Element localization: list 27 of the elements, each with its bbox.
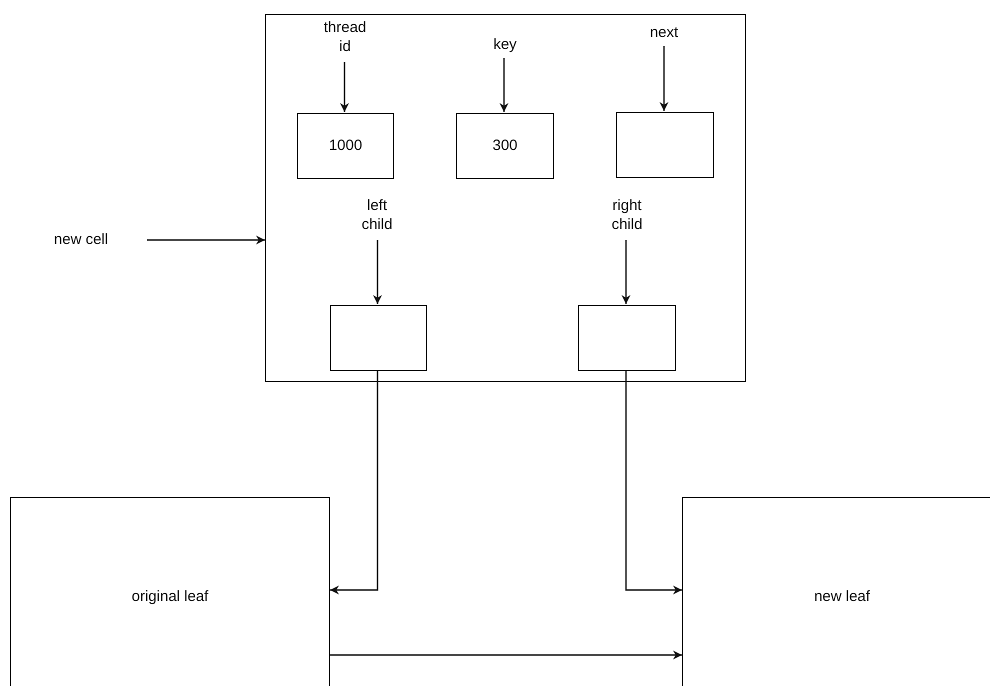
arrow (625, 370, 682, 594)
empty-box (616, 112, 714, 178)
field-label: key (493, 36, 517, 54)
arrow (373, 240, 382, 304)
field-box (297, 113, 394, 179)
arrow (622, 240, 630, 304)
box-text: new leaf (814, 588, 870, 606)
arrow (330, 650, 682, 660)
arrow (340, 62, 349, 112)
box-text: 1000 (328, 136, 362, 156)
arrow (660, 46, 668, 111)
field-box (682, 497, 990, 686)
field-label: right child (610, 197, 644, 235)
empty-box (265, 14, 746, 382)
field-box (456, 113, 554, 179)
field-label: new cell (54, 230, 108, 250)
arrow (330, 370, 378, 594)
field-label: next (650, 24, 678, 42)
field-label: thread id (322, 19, 368, 57)
arrow (500, 58, 508, 112)
empty-box (578, 305, 676, 371)
field-box (10, 497, 330, 686)
field-label: left child (360, 197, 394, 235)
box-text: 300 (492, 136, 518, 156)
arrow (147, 236, 265, 244)
box-text: original leaf (132, 588, 208, 606)
empty-box (330, 305, 427, 371)
